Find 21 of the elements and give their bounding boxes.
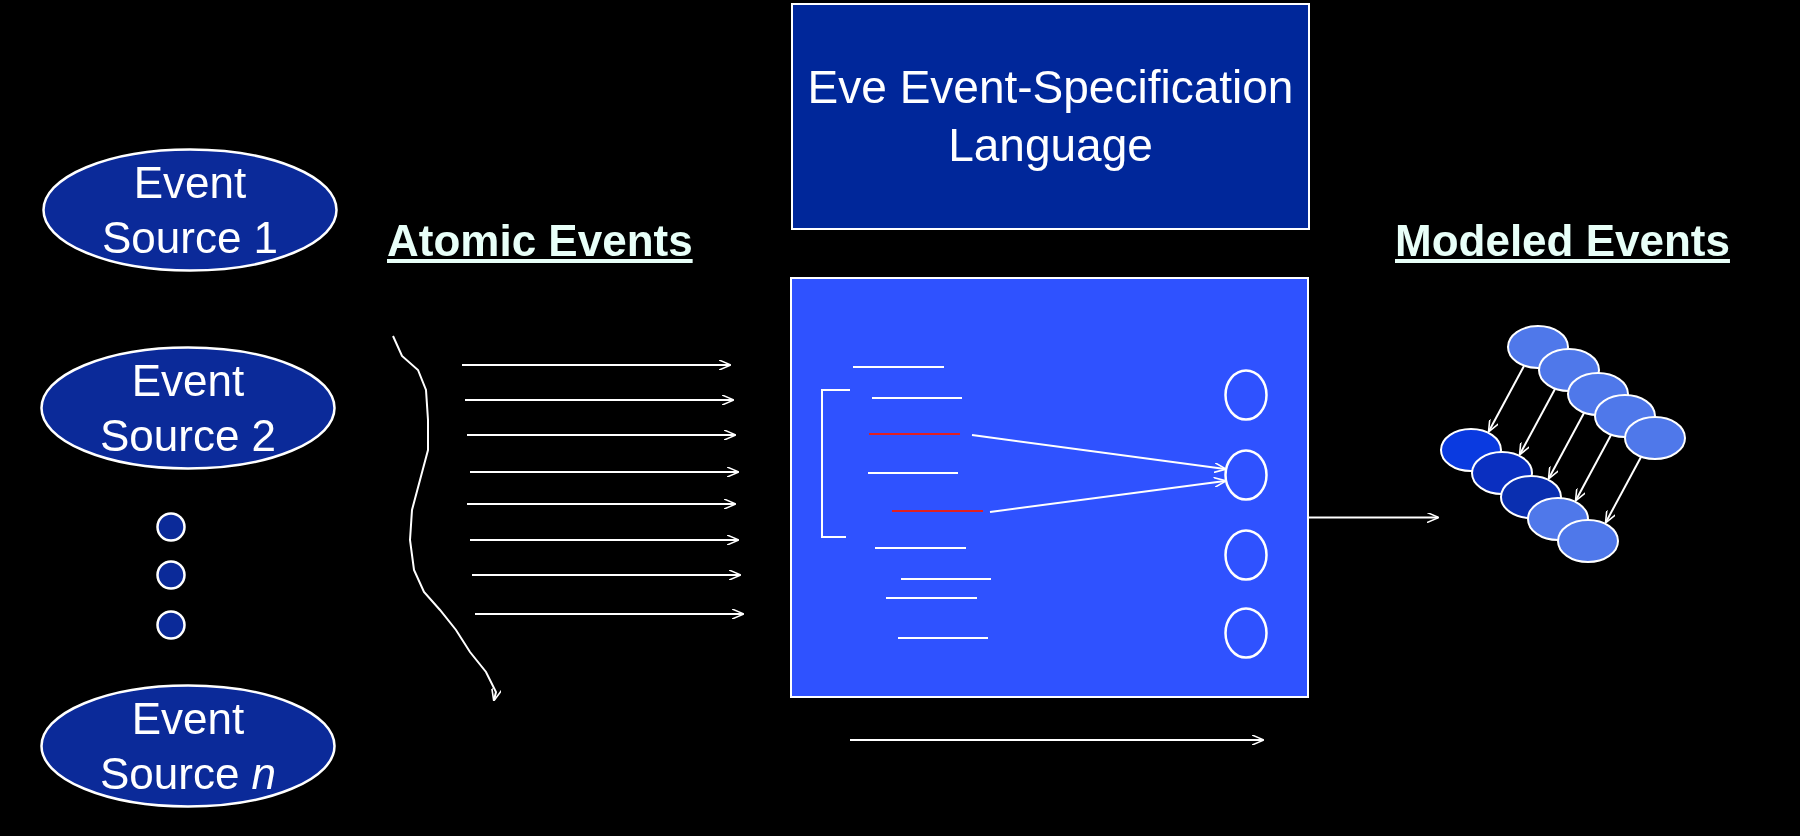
section-heading: Modeled Events (1395, 216, 1730, 266)
ellipsis-dot (156, 560, 186, 590)
title-box (791, 3, 1310, 230)
arrow (989, 476, 1227, 513)
node-label: Event Source 2 (98, 355, 278, 462)
arrow (971, 434, 1227, 474)
event-source-ellipse (40, 684, 336, 808)
state-ellipse (1224, 607, 1268, 659)
node-label: Event Source n (98, 693, 278, 800)
state-ellipse (1224, 529, 1268, 581)
state-ellipse (1224, 449, 1268, 501)
arrow (1308, 511, 1440, 524)
process-box (790, 277, 1309, 698)
ellipsis-dot (156, 610, 186, 640)
state-ellipse (1224, 369, 1268, 421)
title-text: Eve Event-Specification Language (806, 60, 1295, 173)
event-source-ellipse (40, 346, 336, 470)
event-source-ellipse (42, 148, 338, 272)
node-label: Event Source 1 (100, 157, 280, 264)
ellipsis-dot (156, 512, 186, 542)
section-heading: Atomic Events (387, 216, 693, 266)
